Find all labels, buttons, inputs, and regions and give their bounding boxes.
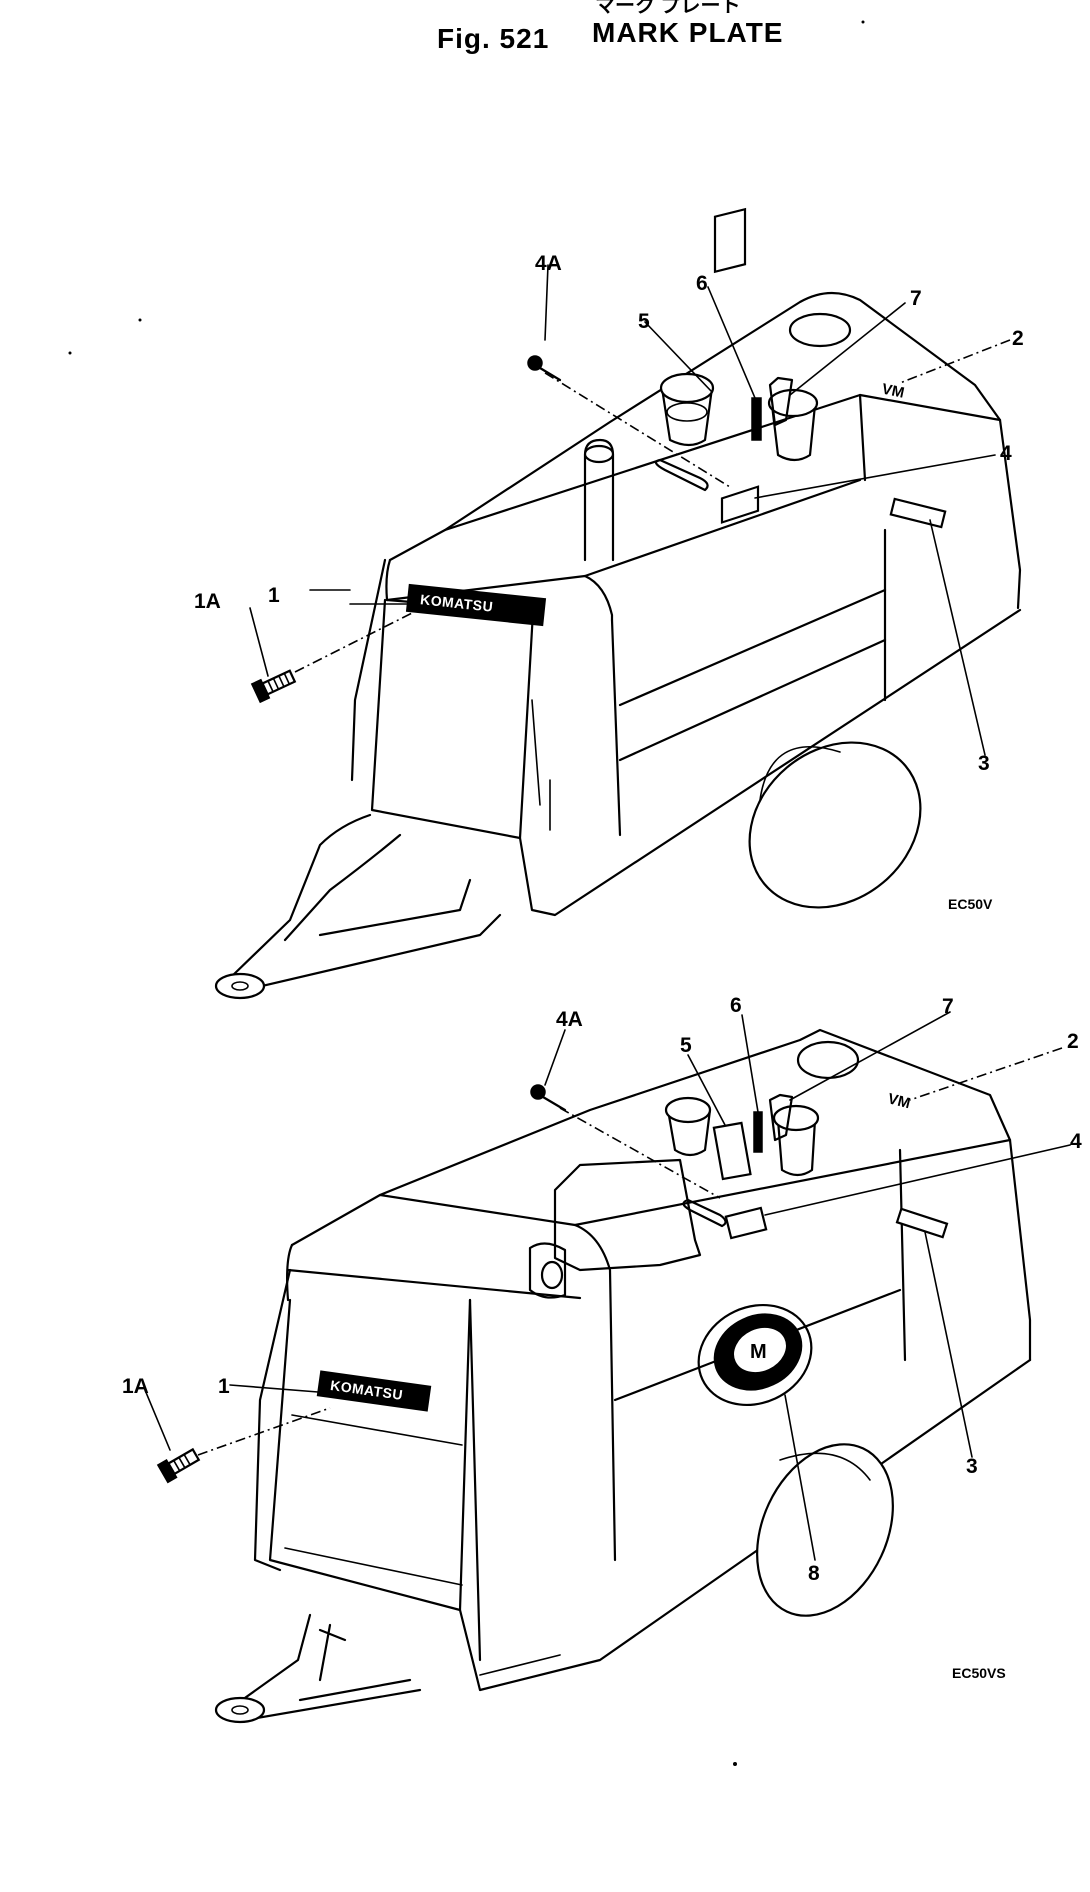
bottom-unit-air-cleaner xyxy=(664,1096,712,1157)
bottom-plate-7 xyxy=(768,1093,794,1142)
scan-speck xyxy=(138,318,142,322)
bottom-unit-hood-top xyxy=(286,1223,617,1562)
top-unit-roof-slot xyxy=(654,458,709,492)
top-plate-6 xyxy=(751,397,762,441)
top-unit-air-cleaner-2 xyxy=(767,388,819,462)
bottom-unit-roof-slot xyxy=(682,1198,727,1228)
bottom-view-drawing: M KOMATSU VM xyxy=(156,1028,1032,1724)
bottom-view-leaders xyxy=(144,1011,1071,1561)
top-unit-exhaust-cap xyxy=(583,444,615,464)
top-unit-front-left-edge xyxy=(350,558,387,782)
bottom-callout-8: 8 xyxy=(808,1562,820,1585)
top-unit-wheel-arc xyxy=(759,745,841,801)
top-unit-wheel xyxy=(748,741,922,909)
scan-speck xyxy=(68,351,72,355)
bottom-callout-5: 5 xyxy=(680,1034,692,1057)
top-unit-air-cleaner xyxy=(659,372,715,447)
bottom-unit-wheel-arc xyxy=(779,1452,871,1481)
bottom-unit-air-cleaner-2 xyxy=(772,1104,820,1177)
bottom-callout-6: 6 xyxy=(730,994,742,1017)
bottom-unit-fan-opening xyxy=(796,1040,860,1080)
top-unit-exhaust-pipe xyxy=(583,438,615,562)
top-callout-5: 5 xyxy=(638,310,650,333)
top-unit-roof xyxy=(388,291,1022,610)
bottom-unit-silencer-outlet xyxy=(540,1260,564,1290)
bottom-brand-plate xyxy=(316,1370,432,1412)
top-view-leaders xyxy=(249,264,1011,756)
bottom-callout-4: 4 xyxy=(1070,1130,1082,1153)
top-plate-3 xyxy=(889,497,947,529)
bottom-plate-4 xyxy=(724,1206,768,1240)
top-unit-tow-eye-hole xyxy=(231,981,249,991)
bottom-plate-6 xyxy=(753,1111,763,1153)
bottom-unit-tow-eye-hole xyxy=(231,1705,249,1715)
top-unit-grille xyxy=(370,598,535,840)
bottom-callout-1A: 1A xyxy=(122,1375,149,1398)
figure-subtitle-japanese: マーク プレート xyxy=(595,0,741,17)
bottom-unit-base-rail xyxy=(479,1654,561,1691)
top-unit-fan-opening xyxy=(788,312,852,348)
top-image-code: EC50V xyxy=(948,896,993,912)
top-callout-7: 7 xyxy=(910,287,922,310)
bottom-bolt-4A xyxy=(530,1084,567,1112)
top-unit-front-chamfer xyxy=(531,699,551,831)
bottom-emblem-8-outer xyxy=(697,1303,813,1407)
bottom-unit-towbar xyxy=(233,1613,422,1722)
bottom-image-code: EC50VS xyxy=(952,1665,1006,1681)
bottom-bolt-1A xyxy=(156,1447,201,1484)
bottom-plate-3 xyxy=(895,1207,949,1239)
bottom-unit-front-left xyxy=(253,1268,292,1572)
top-unit-hood-right xyxy=(583,393,867,578)
top-decal-2-text: VM xyxy=(880,381,906,402)
bottom-callout-1: 1 xyxy=(218,1375,230,1398)
top-callout-3: 3 xyxy=(978,752,990,775)
top-callout-6: 6 xyxy=(696,272,708,295)
top-callout-1A: 1A xyxy=(194,590,221,613)
bottom-decal-2-text: VM xyxy=(886,1090,912,1112)
scan-speck xyxy=(861,20,865,24)
bottom-callout-3: 3 xyxy=(966,1455,978,1478)
top-brand-plate xyxy=(405,583,547,627)
bottom-callout-7: 7 xyxy=(942,995,954,1018)
top-callout-2: 2 xyxy=(1012,327,1024,350)
bottom-unit-tow-eye xyxy=(214,1696,266,1724)
bottom-callout-2: 2 xyxy=(1067,1030,1079,1053)
top-plate-7 xyxy=(768,376,794,427)
top-unit-side-bottom xyxy=(518,608,1022,917)
top-callout-1: 1 xyxy=(268,584,280,607)
top-view-drawing: KOMATSU VM xyxy=(214,207,1022,1000)
top-callout-4A: 4A xyxy=(535,252,562,275)
bottom-unit-roof-edge xyxy=(378,1138,1012,1227)
bottom-unit-silencer-cap xyxy=(528,1242,567,1299)
top-unit-tow-eye xyxy=(214,972,266,1000)
figure-title: MARK PLATE xyxy=(592,17,783,48)
bottom-unit-wheel xyxy=(756,1443,894,1617)
figure-number: Fig. 521 xyxy=(437,23,549,54)
bottom-unit-roof xyxy=(290,1028,1032,1362)
bottom-unit-silencer-box xyxy=(553,1158,702,1272)
top-bolt-1A xyxy=(250,669,297,704)
top-plate-4 xyxy=(720,485,760,524)
top-bolt-4A xyxy=(527,355,562,382)
bottom-unit-front-grille-lines xyxy=(284,1414,463,1586)
bottom-plate-5 xyxy=(712,1121,752,1181)
scan-speck xyxy=(733,1762,737,1766)
top-unit-side-panel xyxy=(610,588,887,837)
bottom-callout-4A: 4A xyxy=(556,1008,583,1031)
bottom-unit-side-bottom xyxy=(458,1358,1032,1692)
bottom-unit-front-panel xyxy=(268,1268,582,1612)
top-plate-5 xyxy=(713,207,747,274)
top-callout-4: 4 xyxy=(1000,442,1012,465)
top-brand-plate-text: KOMATSU xyxy=(419,591,494,615)
bottom-emblem-8-inner xyxy=(731,1325,789,1375)
top-unit-towbar xyxy=(228,813,502,992)
bottom-emblem-8-text: M xyxy=(750,1341,767,1363)
